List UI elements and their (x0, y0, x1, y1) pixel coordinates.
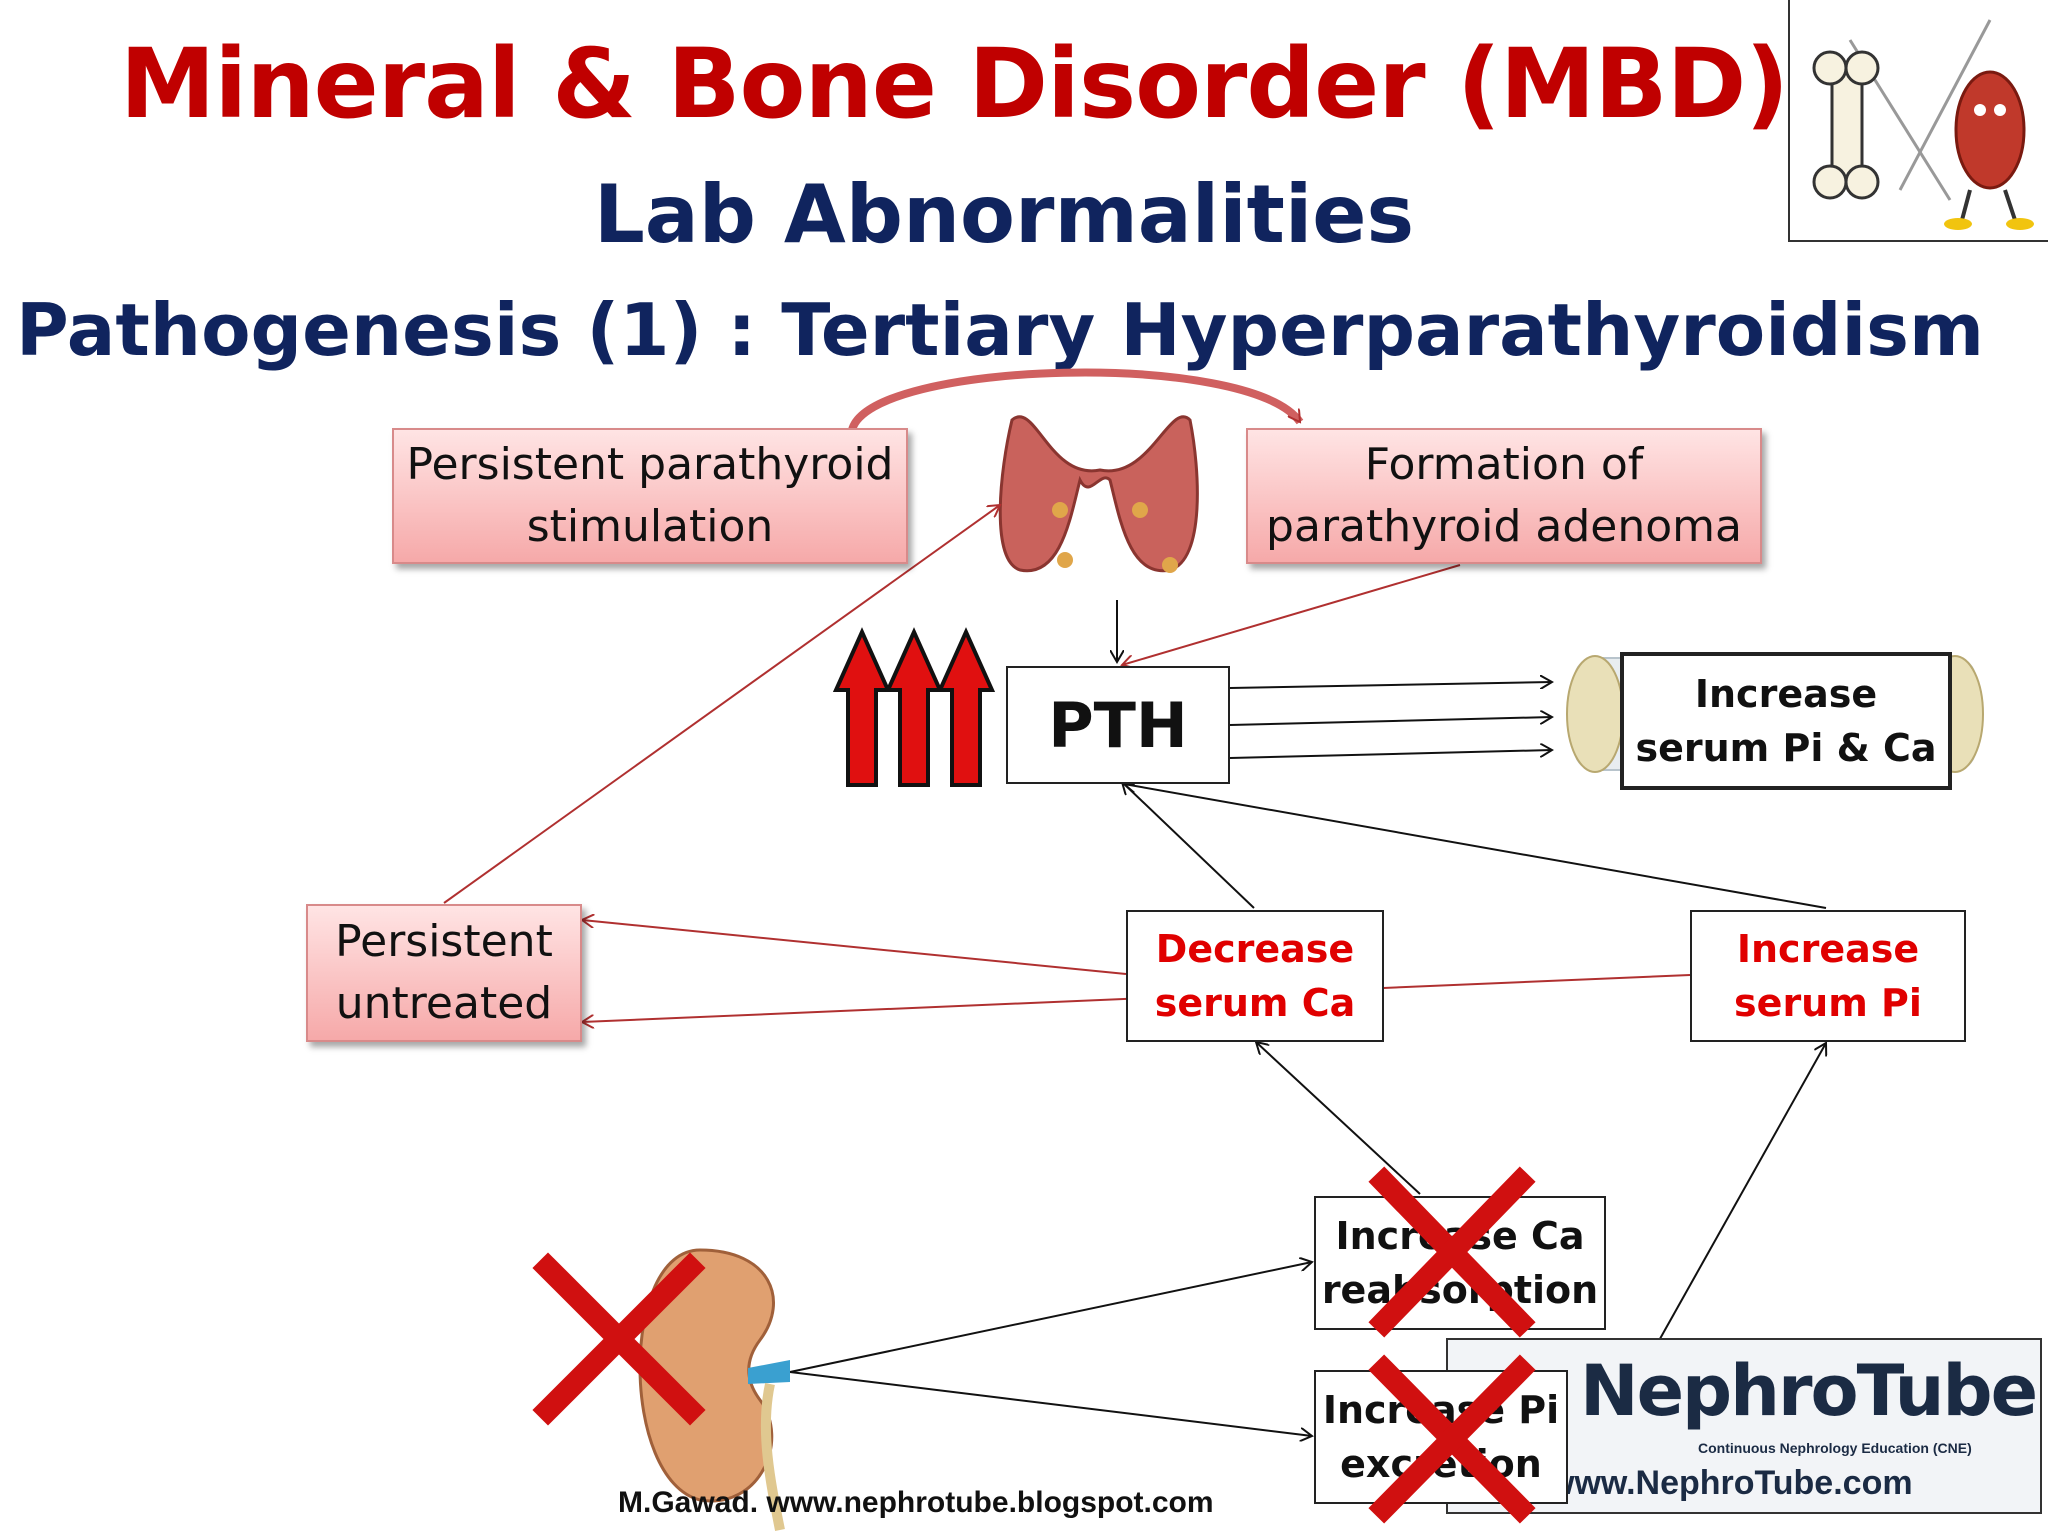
page-heading: Pathogenesis (1) : Tertiary Hyperparathy… (15, 288, 1985, 372)
persistent-untreated-node: Persistent untreated (306, 904, 582, 1042)
logo-name: NephroTube (1580, 1350, 2038, 1432)
cartoon-drawing (1812, 19, 2034, 230)
persistent-stimulation-label: Persistent parathyroid stimulation (406, 439, 894, 552)
decrease-ca-node: Decrease serum Ca (1126, 910, 1384, 1042)
persistent-stimulation-node: Persistent parathyroid stimulation (392, 428, 908, 564)
increase-pi-node: Increase serum Pi (1690, 910, 1966, 1042)
increase-pi-ca-node: Increase serum Pi & Ca (1620, 652, 1952, 790)
adenoma-label: Formation of parathyroid adenoma (1266, 439, 1742, 552)
logo-url: www.NephroTube.com (1548, 1464, 1913, 1502)
pi-excretion-label: Increase Pi excretion (1322, 1388, 1560, 1486)
page-title: Mineral & Bone Disorder (MBD) (119, 28, 1789, 140)
increase-pi-ca-label: Increase serum Pi & Ca (1635, 672, 1937, 770)
logo-tagline: Continuous Nephrology Education (CNE) (1698, 1440, 1972, 1456)
bone-kidney-cartoon (1788, 0, 2048, 242)
pi-excretion-node: Increase Pi excretion (1314, 1370, 1568, 1504)
thyroid-gland-image (998, 415, 1199, 573)
ca-reabsorption-label: Increase Ca reabsorption (1321, 1214, 1599, 1312)
decrease-ca-label: Decrease serum Ca (1154, 927, 1356, 1025)
pth-label: PTH (1048, 688, 1188, 762)
ca-reabsorption-node: Increase Ca reabsorption (1314, 1196, 1606, 1330)
adenoma-node: Formation of parathyroid adenoma (1246, 428, 1762, 564)
pth-node: PTH (1006, 666, 1230, 784)
increase-arrows-icon (832, 627, 996, 787)
page-subtitle: Lab Abnormalities (593, 168, 1415, 261)
persistent-untreated-label: Persistent untreated (335, 916, 553, 1029)
increase-pi-label: Increase serum Pi (1734, 927, 1922, 1025)
author-credit: M.Gawad. www.nephrotube.blogspot.com (618, 1486, 1214, 1519)
